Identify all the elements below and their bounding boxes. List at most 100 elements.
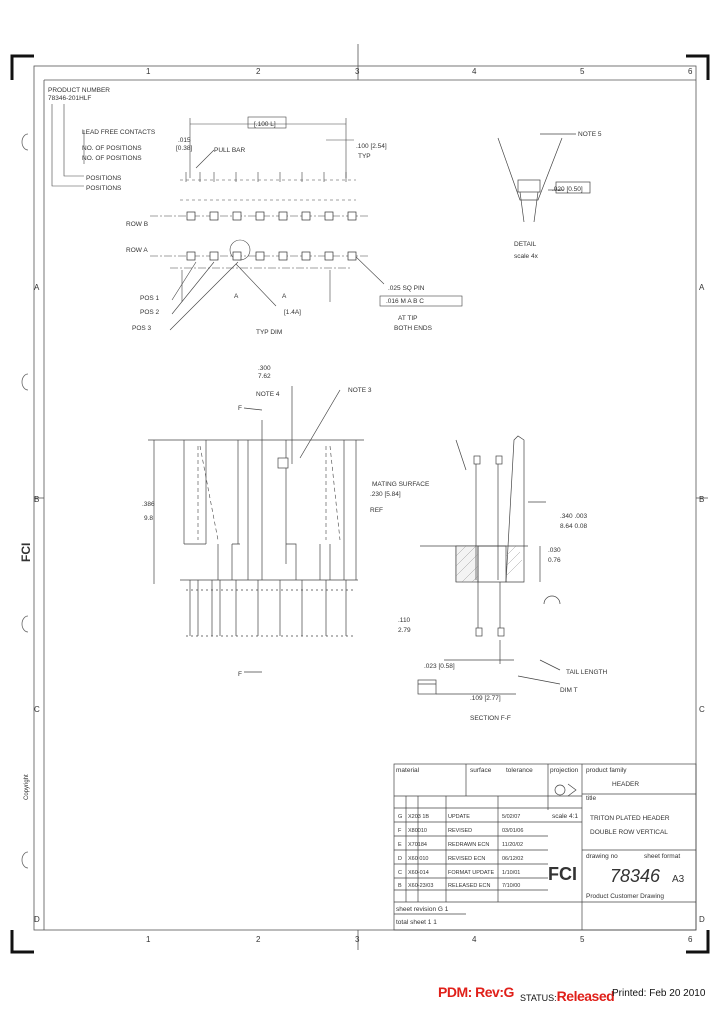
section-mating-dim: .230 [5.84] xyxy=(370,491,401,498)
typ-label: TYP xyxy=(358,153,371,160)
row-right-d: D xyxy=(699,915,705,924)
dim-015b: [0.38] xyxy=(176,145,192,152)
desc-3: REVISED ECN xyxy=(448,856,485,862)
rev-3: D xyxy=(398,856,402,862)
tail-pins xyxy=(186,580,354,637)
detail-label: DETAIL xyxy=(514,241,537,248)
pins-row-b xyxy=(186,211,357,221)
row-left-a: A xyxy=(34,283,40,292)
detail-note: NOTE 5 xyxy=(578,131,602,138)
callout-4: POSITIONS xyxy=(86,175,122,182)
rev-4: C xyxy=(398,870,402,876)
desc-2: REDRAWN ECN xyxy=(448,842,489,848)
zone-labels: 1 2 3 4 5 6 1 2 3 4 5 6 A B C D A B C D xyxy=(34,67,705,944)
section-dim-030: .030 xyxy=(548,547,561,554)
front-view: .300 7.62 NOTE 4 NOTE 3 F F .386 9.8 xyxy=(142,365,372,678)
col-top-1: 1 xyxy=(146,67,151,76)
dim-a3: [1.4A] xyxy=(284,309,301,316)
pos2-label: POS 2 xyxy=(140,309,160,316)
rev-1: F xyxy=(398,828,402,834)
ecn-4: X60-014 xyxy=(408,870,429,876)
front-dim-300: .300 xyxy=(258,365,271,372)
date-0: 5/02/07 xyxy=(502,814,520,820)
front-dim-386: .386 xyxy=(142,501,155,508)
callout-1: LEAD FREE CONTACTS xyxy=(82,129,156,136)
dim-a: A xyxy=(234,293,239,300)
tb-sheet-row: sheet revision G 1 xyxy=(396,906,449,913)
col-bot-2: 2 xyxy=(256,935,261,944)
row-right-a: A xyxy=(699,283,705,292)
front-dim-98: 9.8 xyxy=(144,515,153,522)
dim-015: .015 xyxy=(178,137,191,144)
at-tip: AT TIP xyxy=(398,315,418,322)
section-dim-340b: 8.64 0.08 xyxy=(560,523,587,530)
product-number: 78346-201HLF xyxy=(48,95,91,102)
date-4: 1/10/01 xyxy=(502,870,520,876)
printed-date: Printed: Feb 20 2010 xyxy=(612,988,706,999)
section-ref: REF xyxy=(370,507,383,514)
tb-scale: scale 4:1 xyxy=(552,813,578,820)
front-note4: NOTE 4 xyxy=(256,391,280,398)
ecn-5: X60-23/03 xyxy=(408,883,433,889)
section-dim-023: .023 [0.58] xyxy=(424,663,455,670)
status-value: Released xyxy=(556,988,615,1004)
revision-row: F X80010 REVISED 03/01/06 xyxy=(398,828,523,834)
tb-title-l1: TRITON PLATED HEADER xyxy=(590,815,670,822)
tb-size: A3 xyxy=(672,874,685,885)
fcf-text: .016 M A B C xyxy=(386,298,424,305)
front-dim-762: 7.62 xyxy=(258,373,271,380)
tb-h-mat: material xyxy=(396,767,420,774)
tb-title-label: title xyxy=(586,795,597,802)
callout-2: NO. OF POSITIONS xyxy=(82,145,142,152)
rev-5: B xyxy=(398,883,402,889)
tb-brand: FCI xyxy=(548,864,577,884)
section-mating: MATING SURFACE xyxy=(372,481,430,488)
tb-h-drawing-no: drawing no xyxy=(586,853,618,860)
punch-holes xyxy=(21,133,29,869)
row-right-c: C xyxy=(699,705,705,714)
front-f-top: F xyxy=(238,405,242,412)
col-top-2: 2 xyxy=(256,67,261,76)
row-left-d: D xyxy=(34,915,40,924)
revision-row: B X60-23/03 RELEASED ECN 7/10/00 xyxy=(398,883,520,889)
typ-dim: TYP DIM xyxy=(256,329,282,336)
col-bot-5: 5 xyxy=(580,935,585,944)
desc-1: REVISED xyxy=(448,828,472,834)
dim-100: .100 [2.54] xyxy=(356,143,387,150)
ecn-1: X80010 xyxy=(408,828,427,834)
tb-h-product-family: product family xyxy=(586,767,627,774)
section-view: MATING SURFACE .230 [5.84] REF .340 .003… xyxy=(370,435,607,722)
tb-title-l2: DOUBLE ROW VERTICAL xyxy=(590,829,668,836)
ecn-3: X60 010 xyxy=(408,856,429,862)
revision-row: C X60-014 FORMAT UPDATE 1/10/01 xyxy=(398,870,520,876)
revision-row: G X203 1B UPDATE 5/02/07 xyxy=(398,814,520,820)
col-bot-6: 6 xyxy=(688,935,693,944)
pin-note: .025 SQ PIN xyxy=(388,285,425,292)
row-left-b: B xyxy=(34,495,39,504)
tb-h-surface: surface xyxy=(470,767,492,774)
col-top-4: 4 xyxy=(472,67,477,76)
section-tail-dim: DIM T xyxy=(560,687,578,694)
pdm-revision: PDM: Rev:G xyxy=(438,984,514,1000)
corner-marks xyxy=(10,54,710,954)
pins-row-a xyxy=(186,251,357,261)
row-left-c: C xyxy=(34,705,40,714)
desc-0: UPDATE xyxy=(448,814,470,820)
product-number-label: PRODUCT NUMBER xyxy=(48,87,110,94)
col-bot-4: 4 xyxy=(472,935,477,944)
side-copyright: Copyright xyxy=(24,774,30,800)
revision-row: D X60 010 REVISED ECN 06/12/02 xyxy=(398,856,523,862)
ecn-0: X203 1B xyxy=(408,814,429,820)
section-tail-label: TAIL LENGTH xyxy=(566,669,607,676)
front-f-bot: F xyxy=(238,671,242,678)
tb-h-tolerance: tolerance xyxy=(506,767,533,774)
col-top-3: 3 xyxy=(355,67,360,76)
revision-table: G X203 1B UPDATE 5/02/07 F X80010 REVISE… xyxy=(398,814,523,889)
section-dim-030b: 0.76 xyxy=(548,557,561,564)
date-1: 03/01/06 xyxy=(502,828,523,834)
detail-scale: scale 4x xyxy=(514,253,539,260)
front-note3: NOTE 3 xyxy=(348,387,372,394)
callout-5: POSITIONS xyxy=(86,185,122,192)
pos1-label: POS 1 xyxy=(140,295,160,302)
